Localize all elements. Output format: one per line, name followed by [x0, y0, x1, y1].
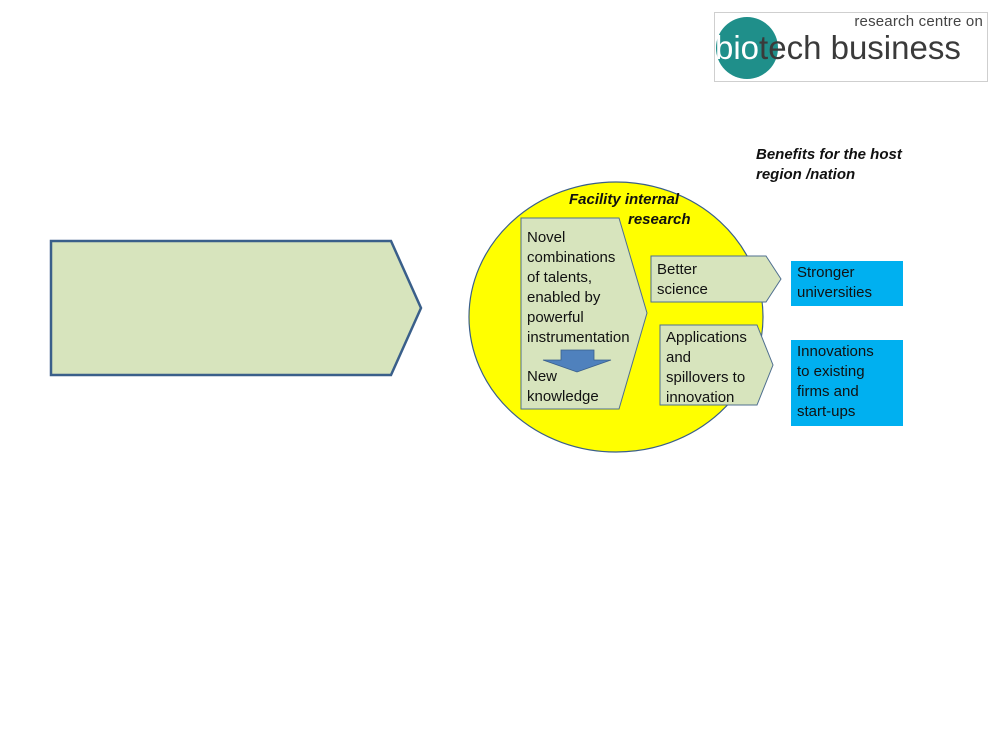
down-arrow-icon — [542, 349, 612, 373]
better-science-text: Better science — [657, 260, 708, 300]
stronger-line: universities — [797, 284, 873, 301]
benefits-header-line2: region /nation — [756, 166, 856, 183]
innovations-line: firms and — [797, 383, 859, 400]
novel-line: combinations — [527, 249, 616, 266]
novel-line: enabled by — [527, 289, 601, 306]
applications-line: spillovers to — [666, 369, 746, 386]
logo-circle-icon — [716, 17, 778, 79]
logo-tagline: research centre on — [854, 13, 983, 30]
better-science-line: Better — [657, 261, 698, 278]
novel-line: Novel — [527, 229, 566, 246]
novel-line: of talents, — [527, 269, 593, 286]
innovations-box: Innovations to existing firms and start-… — [791, 340, 903, 426]
new-knowledge-line: New — [527, 368, 558, 385]
applications-line: and — [666, 349, 692, 366]
innovations-line: to existing — [797, 363, 865, 380]
empty-arrow-box — [49, 239, 423, 377]
stronger-line: Stronger — [797, 264, 855, 281]
innovations-line: Innovations — [797, 343, 874, 360]
innovations-line: start-ups — [797, 403, 856, 420]
biotech-business-logo: research centre on biotech business — [714, 12, 988, 82]
better-science-line: science — [657, 281, 708, 298]
new-knowledge-line: knowledge — [527, 388, 599, 405]
logo-word-bio: bio — [715, 29, 760, 66]
logo-word-rest: tech business — [759, 29, 961, 66]
benefits-header-line1: Benefits for the host — [756, 146, 902, 163]
novel-line: instrumentation — [527, 329, 630, 346]
logo-wordmark: biotech business — [715, 28, 961, 68]
novel-combinations-text: Novel combinations of talents, enabled b… — [527, 228, 630, 348]
applications-line: innovation — [666, 389, 735, 406]
applications-text: Applications and spillovers to innovatio… — [666, 328, 747, 408]
stronger-universities-box: Stronger universities — [791, 261, 903, 306]
better-science-box — [650, 255, 782, 303]
novel-line: powerful — [527, 309, 584, 326]
facility-label-line2: research — [628, 211, 691, 228]
applications-line: Applications — [666, 329, 747, 346]
benefits-header: Benefits for the host region /nation — [756, 145, 902, 185]
applications-box — [659, 324, 774, 406]
new-knowledge-text: New knowledge — [527, 367, 599, 407]
facility-label-line1: Facility internal — [569, 191, 680, 208]
